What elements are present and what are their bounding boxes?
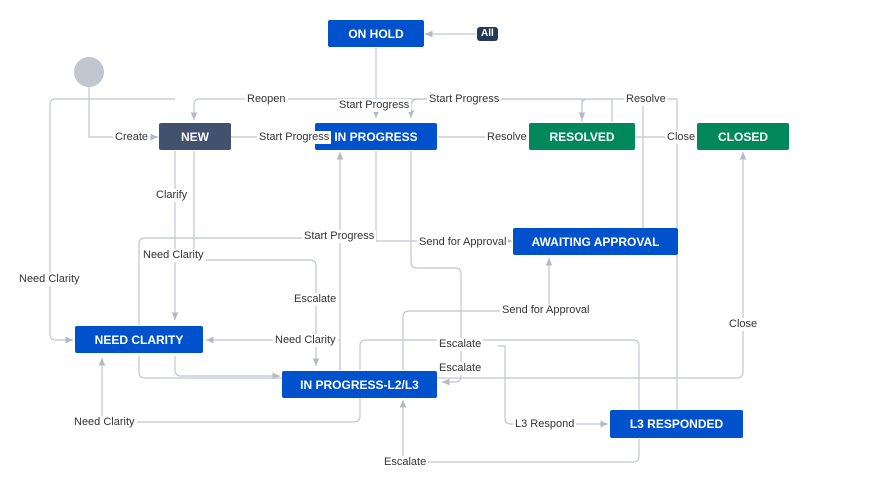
status-on-hold[interactable]: ON HOLD <box>328 20 424 47</box>
start-node <box>74 57 104 87</box>
transition-need-clarity-bottom[interactable]: Need Clarity <box>72 416 137 429</box>
status-resolved[interactable]: RESOLVED <box>529 123 635 150</box>
transition-send-for-approval-2[interactable]: Send for Approval <box>500 304 592 317</box>
transition-escalate-l2[interactable]: Escalate <box>437 362 484 375</box>
transition-send-for-approval[interactable]: Send for Approval <box>417 236 509 249</box>
transition-escalate-bottom[interactable]: Escalate <box>382 456 429 469</box>
status-in-progress[interactable]: IN PROGRESS <box>315 123 437 150</box>
status-l3-responded[interactable]: L3 RESPONDED <box>610 410 743 438</box>
transition-resolve-top[interactable]: Resolve <box>624 93 668 106</box>
transition-close-mid[interactable]: Close <box>665 131 698 144</box>
transition-l3-respond[interactable]: L3 Respond <box>513 418 577 431</box>
transition-start-progress-top2[interactable]: Start Progress <box>427 93 502 106</box>
transition-escalate-l3[interactable]: Escalate <box>437 338 484 351</box>
transition-clarify[interactable]: Clarify <box>154 189 190 202</box>
transition-start-progress-mid[interactable]: Start Progress <box>302 230 377 243</box>
transition-start-progress-new[interactable]: Start Progress <box>257 131 332 144</box>
transition-create[interactable]: Create <box>113 131 151 144</box>
transition-close-right[interactable]: Close <box>727 318 760 331</box>
transition-need-clarity-l2[interactable]: Need Clarity <box>273 334 338 347</box>
status-in-progress-l2l3[interactable]: IN PROGRESS-L2/L3 <box>282 371 437 398</box>
status-new[interactable]: NEW <box>159 123 231 150</box>
transition-need-clarity-left[interactable]: Need Clarity <box>17 273 82 286</box>
status-need-clarity[interactable]: NEED CLARITY <box>75 326 203 353</box>
transition-start-progress-top[interactable]: Start Progress <box>337 99 412 112</box>
transition-resolve-mid[interactable]: Resolve <box>485 131 529 144</box>
status-awaiting-approval[interactable]: AWAITING APPROVAL <box>513 228 678 255</box>
transition-need-clarity-mid[interactable]: Need Clarity <box>141 249 206 262</box>
transition-escalate-mid[interactable]: Escalate <box>292 293 339 306</box>
all-transition-badge[interactable]: All <box>477 27 498 41</box>
status-closed[interactable]: CLOSED <box>697 123 789 150</box>
transition-reopen[interactable]: Reopen <box>245 93 288 106</box>
